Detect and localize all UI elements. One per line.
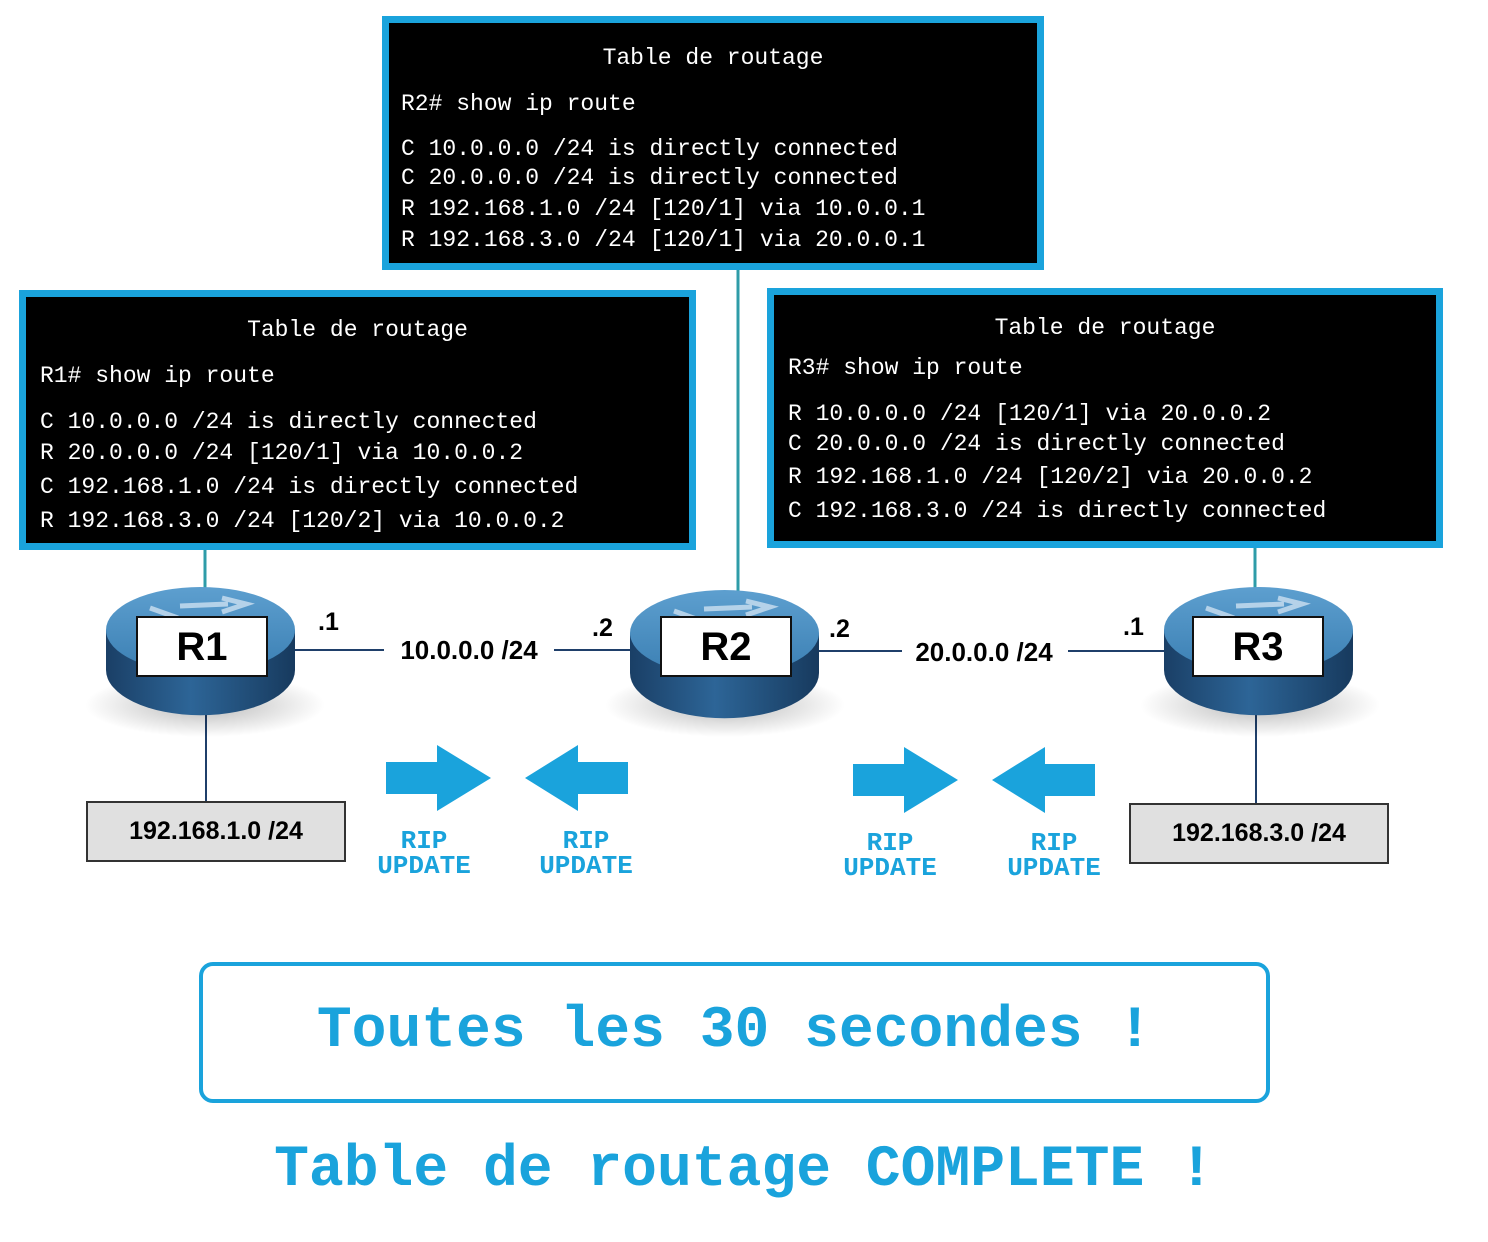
routing-table-r3: Table de routage R3# show ip route R 10.… — [767, 288, 1443, 548]
iface-r1-link: .1 — [318, 608, 339, 636]
iface-r2-right: .2 — [829, 615, 850, 643]
iface-r2-left: .2 — [592, 614, 613, 642]
rip-update-label: RIP UPDATE — [820, 828, 960, 883]
lan-r1-subnet: 192.168.1.0 /24 — [86, 801, 346, 862]
conclusion-text: Table de routage COMPLETE ! — [274, 1138, 1214, 1203]
routing-table-routes: R 10.0.0.0 /24 [120/1] via 20.0.0.2 C 20… — [788, 399, 1326, 528]
routing-table-title: Table de routage — [994, 315, 1216, 341]
route-entry: C 20.0.0.0 /24 is directly connected — [788, 431, 1285, 457]
route-entry: R 192.168.1.0 /24 [120/2] via 20.0.0.2 — [788, 464, 1313, 490]
rip-arrow-right-icon — [386, 745, 491, 811]
link-r1-r2-network: 10.0.0.0 /24 — [400, 635, 538, 665]
route-entry: R 20.0.0.0 /24 [120/1] via 10.0.0.2 — [40, 440, 524, 466]
route-entry: C 10.0.0.0 /24 is directly connected — [40, 409, 537, 435]
rip-label-line2: UPDATE — [377, 851, 471, 881]
rip-arrow-left-icon — [525, 745, 628, 811]
router-label-r1: R1 — [176, 625, 227, 669]
rip-arrow-right-icon — [853, 747, 958, 813]
routing-table-command: R1# show ip route — [40, 363, 275, 389]
routing-table-command: R3# show ip route — [788, 355, 1023, 381]
rip-label-line1: RIP — [562, 826, 610, 856]
rip-update-label: RIP UPDATE — [354, 826, 494, 881]
rip-update-label: RIP UPDATE — [516, 826, 656, 881]
routing-table-r2: Table de routage R2# show ip route C 10.… — [382, 16, 1044, 270]
rip-label-line1: RIP — [1030, 828, 1078, 858]
routing-table-title: Table de routage — [602, 45, 824, 71]
route-entry: R 192.168.3.0 /24 [120/1] via 20.0.0.1 — [401, 227, 926, 253]
link-r2-r3-network: 20.0.0.0 /24 — [915, 637, 1053, 667]
routing-table-r1: Table de routage R1# show ip route C 10.… — [19, 290, 696, 550]
iface-r3-link: .1 — [1123, 613, 1144, 641]
router-r3[interactable]: R3 — [1140, 587, 1380, 737]
route-entry: R 192.168.3.0 /24 [120/2] via 10.0.0.2 — [40, 508, 565, 534]
route-entry: C 10.0.0.0 /24 is directly connected — [401, 136, 898, 162]
router-label-r2: R2 — [700, 625, 751, 669]
routing-table-routes: C 10.0.0.0 /24 is directly connected C 2… — [401, 135, 926, 256]
router-label-r3: R3 — [1232, 625, 1283, 669]
rip-label-line2: UPDATE — [843, 853, 937, 883]
routing-table-command: R2# show ip route — [401, 91, 636, 117]
rip-label-line1: RIP — [400, 826, 448, 856]
routing-table-title: Table de routage — [247, 317, 468, 343]
route-entry: C 192.168.1.0 /24 is directly connected — [40, 474, 579, 500]
rip-label-line1: RIP — [866, 828, 914, 858]
rip-label-line2: UPDATE — [1007, 853, 1101, 883]
route-entry: C 20.0.0.0 /24 is directly connected — [401, 165, 898, 191]
rip-label-line2: UPDATE — [539, 851, 633, 881]
rip-update-label: RIP UPDATE — [984, 828, 1124, 883]
route-entry: R 10.0.0.0 /24 [120/1] via 20.0.0.2 — [788, 401, 1272, 427]
router-r1[interactable]: R1 — [85, 587, 325, 737]
router-r2[interactable]: R2 — [605, 590, 845, 737]
rip-arrow-left-icon — [992, 747, 1095, 813]
routing-table-routes: C 10.0.0.0 /24 is directly connected R 2… — [40, 407, 578, 538]
update-interval-banner: Toutes les 30 secondes ! — [199, 962, 1270, 1103]
route-entry: R 192.168.1.0 /24 [120/1] via 10.0.0.1 — [401, 196, 926, 222]
lan-r3-subnet: 192.168.3.0 /24 — [1129, 803, 1389, 864]
route-entry: C 192.168.3.0 /24 is directly connected — [788, 498, 1327, 524]
